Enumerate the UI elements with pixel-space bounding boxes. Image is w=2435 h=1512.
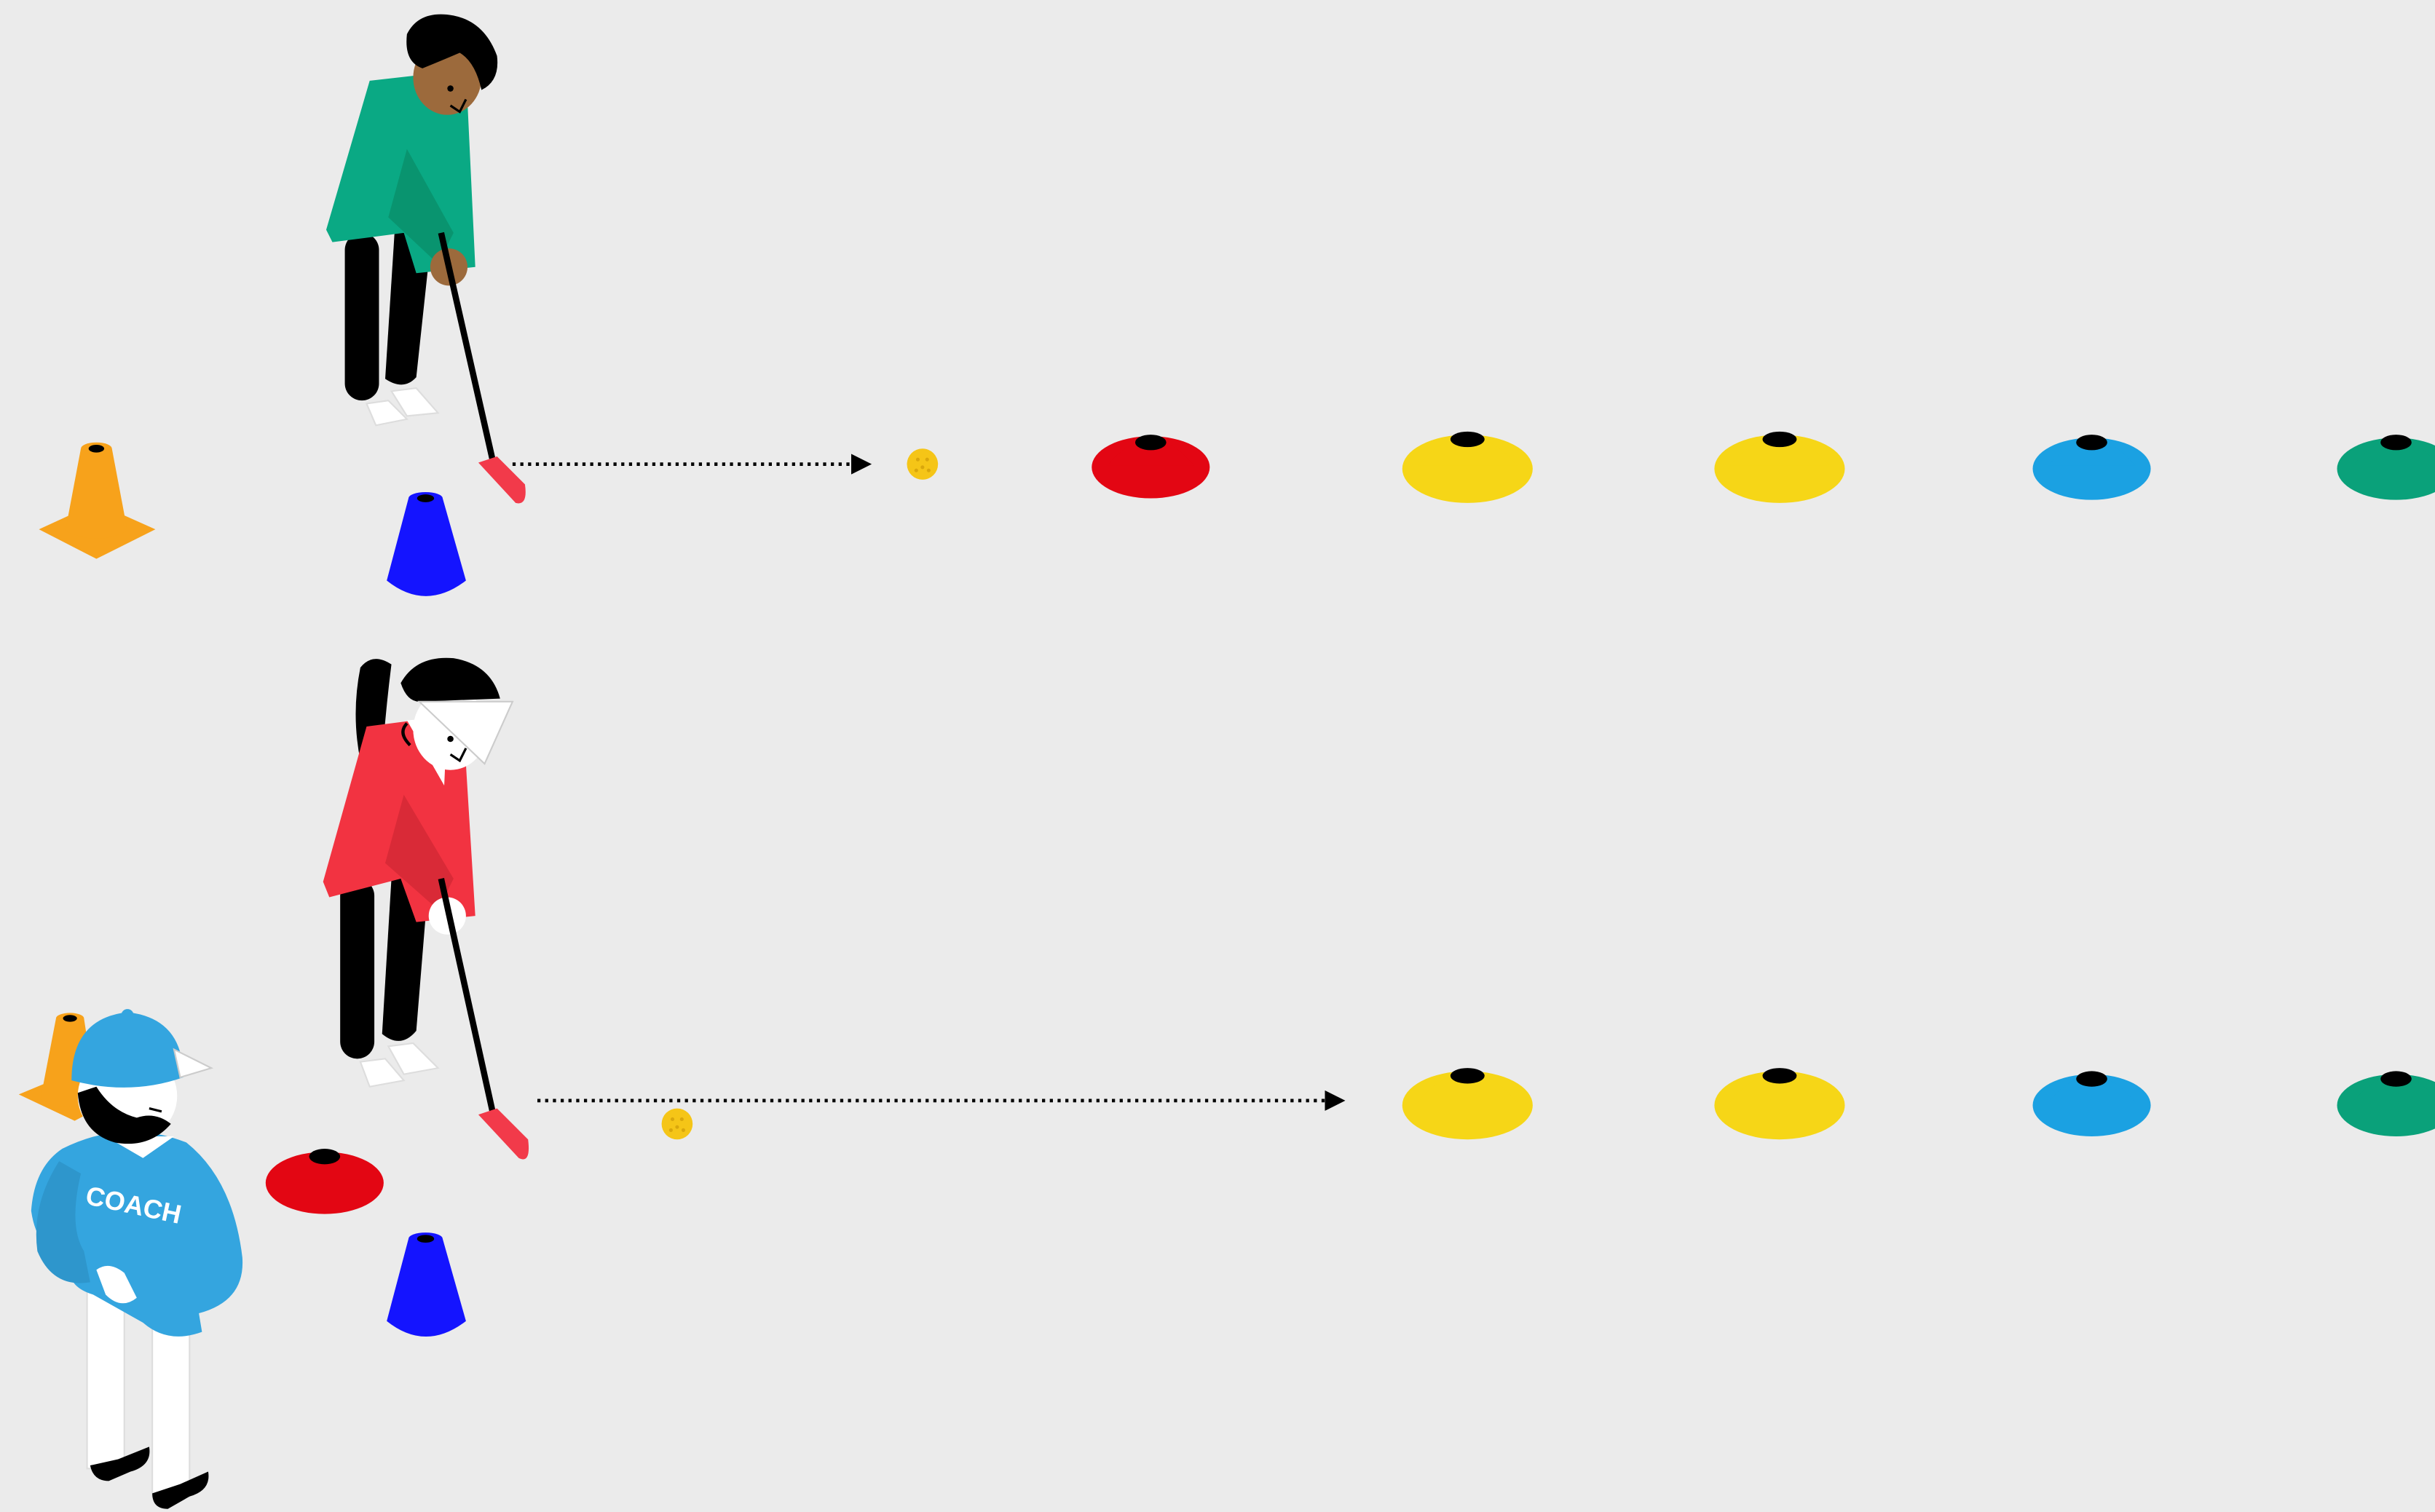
orange-traffic-cone-icon[interactable] bbox=[39, 442, 156, 559]
red-disc-cone-icon[interactable] bbox=[1092, 435, 1210, 499]
green-disc-cone-icon[interactable] bbox=[2337, 435, 2435, 500]
player-red[interactable] bbox=[323, 657, 529, 1160]
coach[interactable]: COACH bbox=[31, 1009, 243, 1509]
top-lane bbox=[39, 14, 2435, 596]
blue-disc-cone-icon[interactable] bbox=[2032, 435, 2151, 500]
golf-ball-icon[interactable] bbox=[907, 448, 939, 480]
red-disc-cone-icon[interactable] bbox=[265, 1149, 384, 1214]
blue-cone-icon[interactable] bbox=[387, 1232, 466, 1337]
yellow-disc-cone-icon[interactable] bbox=[1402, 431, 1533, 503]
blue-disc-cone-icon[interactable] bbox=[2032, 1071, 2151, 1136]
green-disc-cone-icon[interactable] bbox=[2337, 1071, 2435, 1136]
yellow-disc-cone-icon[interactable] bbox=[1714, 1068, 1845, 1140]
player-green[interactable] bbox=[325, 14, 526, 504]
blue-cone-icon[interactable] bbox=[387, 491, 466, 596]
bottom-lane: COACH bbox=[18, 657, 2435, 1509]
golf-ball-icon[interactable] bbox=[661, 1108, 693, 1140]
yellow-disc-cone-icon[interactable] bbox=[1402, 1068, 1533, 1140]
yellow-disc-cone-icon[interactable] bbox=[1714, 431, 1845, 503]
